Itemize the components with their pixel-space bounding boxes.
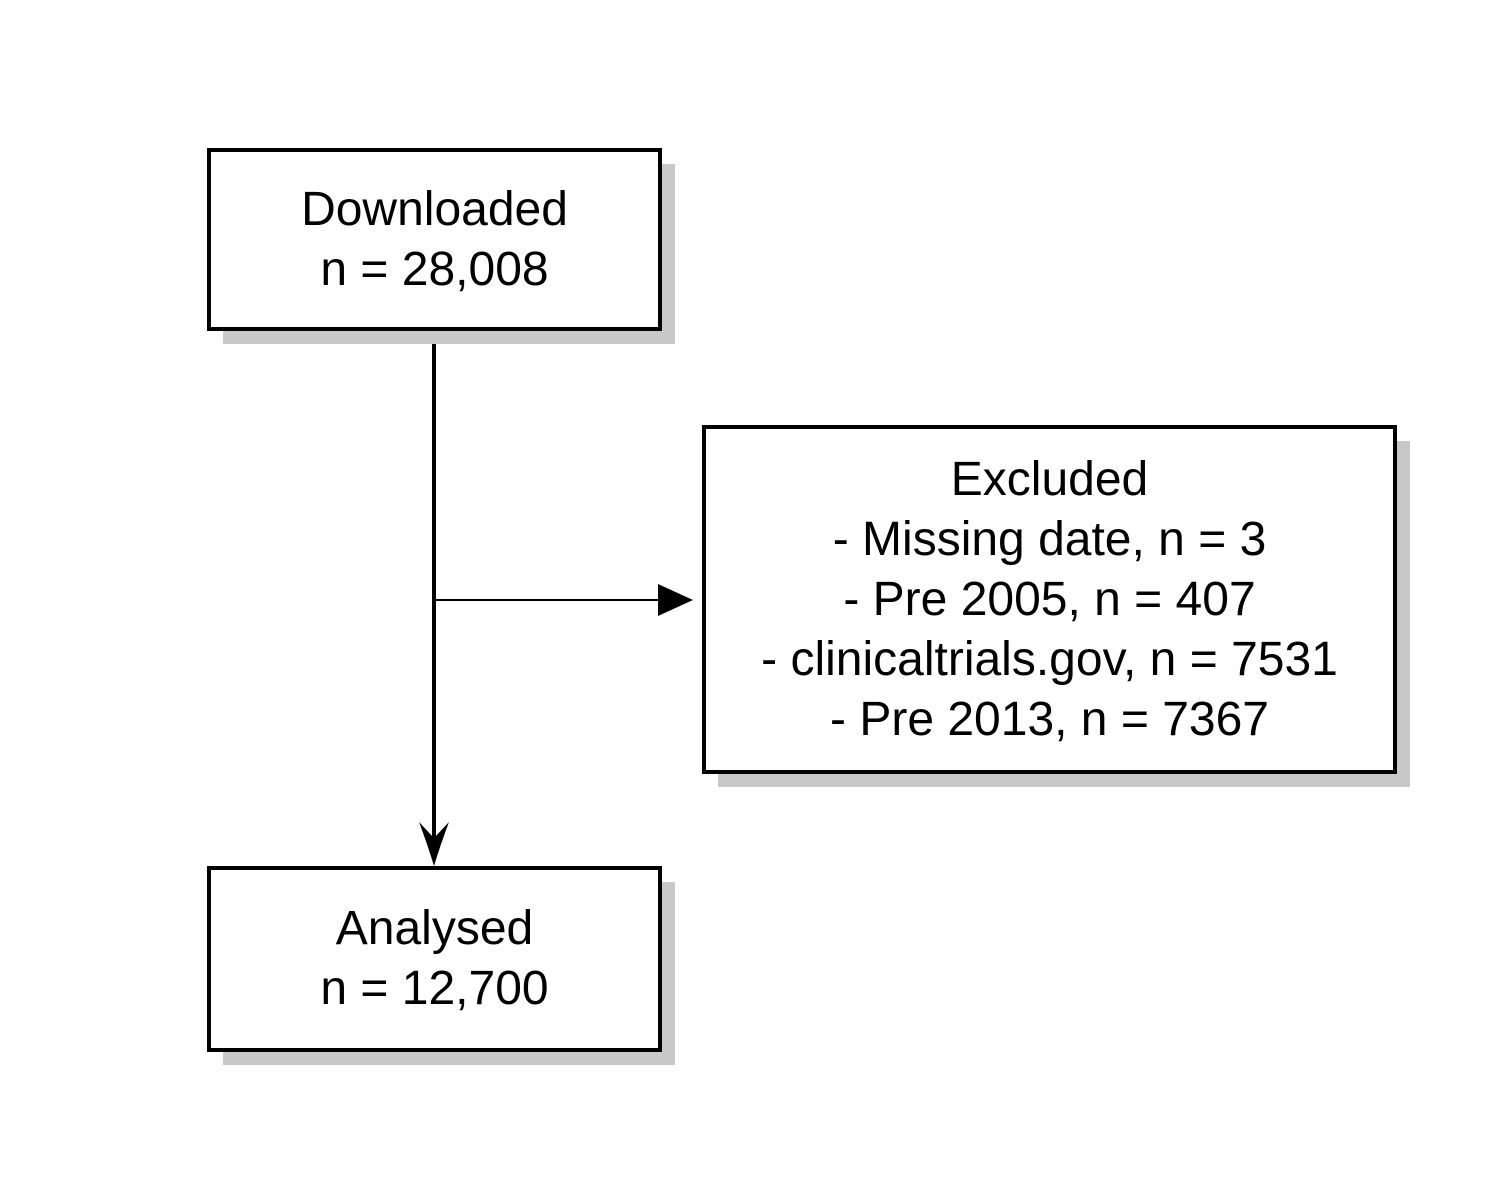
analysed-box: Analysed n = 12,700 xyxy=(207,866,662,1052)
excluded-reason-pre-2013: - Pre 2013, n = 7367 xyxy=(830,692,1269,746)
analysed-title: Analysed xyxy=(335,902,534,955)
excluded-reason-pre-2005: - Pre 2005, n = 407 xyxy=(843,572,1256,626)
main-flow-arrowhead xyxy=(419,822,449,866)
excluded-title: Excluded xyxy=(950,452,1149,506)
downloaded-count: n = 28,008 xyxy=(320,242,549,296)
analysed-count: n = 12,700 xyxy=(320,962,549,1015)
excluded-box: Excluded - Missing date, n = 3 - Pre 200… xyxy=(702,425,1397,774)
exclusion-branch-arrowhead xyxy=(658,584,693,616)
excluded-reason-clinicaltrials: - clinicaltrials.gov, n = 7531 xyxy=(761,632,1338,686)
downloaded-title: Downloaded xyxy=(301,182,568,236)
downloaded-box: Downloaded n = 28,008 xyxy=(207,148,662,331)
excluded-reason-missing-date: - Missing date, n = 3 xyxy=(832,512,1267,566)
